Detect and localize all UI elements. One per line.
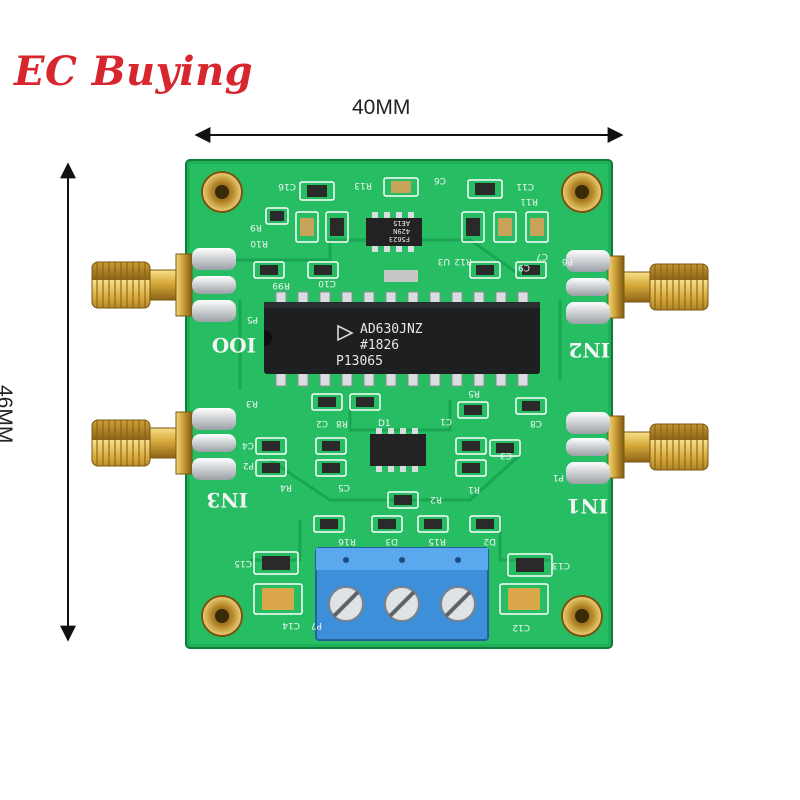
label-c16: C16 [278, 181, 296, 191]
label-c3: C3 [500, 450, 512, 460]
label-c1: C1 [440, 416, 452, 426]
label-c2: C2 [316, 418, 328, 428]
label-c6: C6 [434, 175, 446, 185]
label-u3: U3 [438, 256, 450, 266]
ic-soic-middle [370, 428, 426, 472]
smd-components [253, 177, 553, 615]
width-dimension-label: 40MM [352, 96, 411, 119]
mounting-hole-top-right [561, 171, 603, 213]
label-d1: D1 [378, 419, 391, 429]
label-c5: C5 [338, 482, 350, 492]
label-p1: P1 [553, 472, 564, 482]
label-r5: R5 [468, 388, 480, 398]
ic-main-line3: P13065 [336, 354, 383, 369]
ic-small-line2: 429N [393, 227, 410, 235]
port-label-top-right: IN2 [568, 338, 610, 362]
ic-main-line1: AD630JNZ [360, 322, 423, 337]
screw-terminal-3 [440, 586, 476, 622]
brand-logo: EC Buying [14, 48, 254, 95]
label-c15: C15 [234, 558, 252, 568]
terminal-block [315, 547, 489, 641]
label-c7: C7 [536, 251, 548, 261]
pcb-board [185, 159, 613, 649]
label-c14: C14 [282, 620, 300, 630]
ic-ad630-dip: AD630JNZ #1826 P13065 [264, 291, 540, 387]
screw-terminal-1 [328, 586, 364, 622]
label-c12: C12 [512, 622, 530, 632]
label-p7: P7 [311, 620, 322, 630]
label-r12: R12 [454, 256, 472, 266]
label-p2: P2 [243, 460, 254, 470]
label-c13: C13 [552, 560, 570, 570]
label-c9: C9 [518, 262, 530, 272]
label-p6: P6 [562, 256, 573, 266]
label-r1: R1 [468, 484, 480, 494]
smd-chips [260, 181, 544, 610]
label-c10: C10 [318, 278, 336, 288]
port-label-bottom-right: IN1 [566, 494, 608, 518]
mounting-hole-top-left [201, 171, 243, 213]
port-label-bottom-left: IN3 [206, 488, 248, 512]
ic-small-line1: F5623 [389, 235, 410, 243]
port-label-top-left: IOO [212, 333, 256, 357]
analog-devices-logo-icon [337, 324, 354, 342]
ic-small-line3: AE15 [393, 219, 410, 227]
ic-soic-top: F5623 429N AE15 [366, 212, 422, 252]
label-r13: R13 [354, 180, 372, 190]
mounting-hole-bottom-left [201, 595, 243, 637]
label-r10: R10 [250, 238, 268, 248]
label-r11: R11 [520, 196, 538, 206]
label-d3: D3 [385, 536, 398, 546]
screw-terminal-2 [384, 586, 420, 622]
label-c4: C4 [242, 440, 254, 450]
ic-main-line2: #1826 [360, 338, 399, 353]
sma-connector-top-right [566, 250, 709, 324]
sma-connector-top-left [91, 248, 236, 322]
label-r2: R2 [430, 494, 442, 504]
label-r3: R3 [246, 398, 258, 408]
label-r99: R99 [272, 280, 290, 290]
label-c8: C8 [530, 418, 542, 428]
sma-connector-bottom-left [91, 408, 236, 480]
label-r8: R8 [336, 418, 348, 428]
mounting-hole-bottom-right [561, 595, 603, 637]
label-r4: R4 [280, 482, 292, 492]
sma-connector-bottom-right [566, 412, 709, 484]
label-p5: P5 [247, 314, 258, 324]
label-c11: C11 [516, 181, 534, 191]
label-r9: R9 [250, 222, 262, 232]
label-r15: R15 [428, 536, 446, 546]
label-d2: D2 [483, 536, 496, 546]
label-r16: R16 [338, 536, 356, 546]
